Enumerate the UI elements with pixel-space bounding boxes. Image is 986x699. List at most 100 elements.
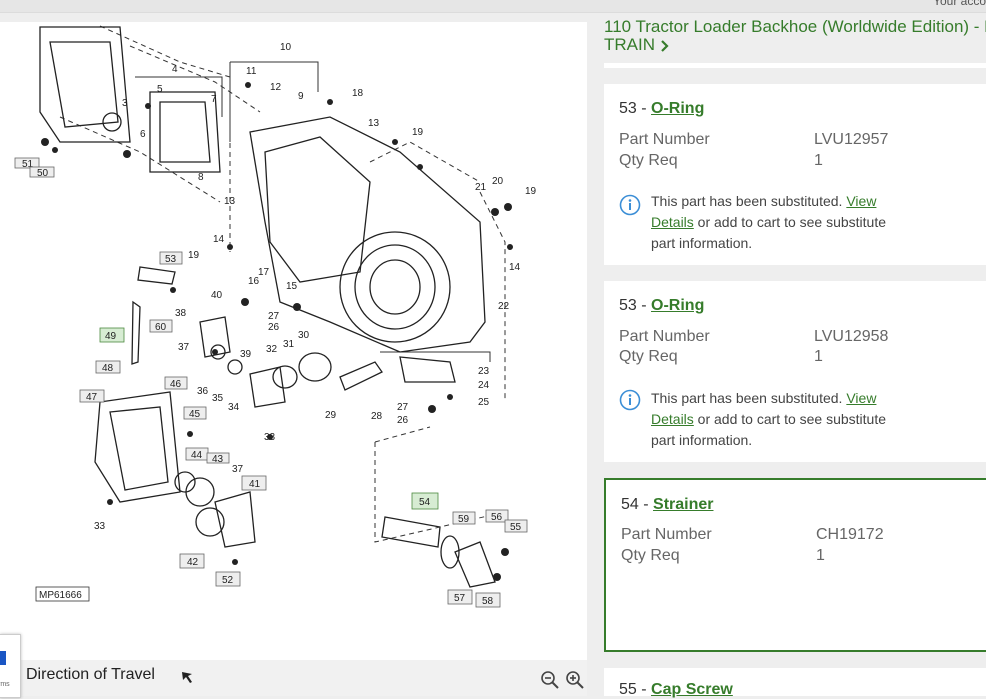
callout-label[interactable]: 13 — [368, 118, 380, 129]
callout-label[interactable]: 4 — [172, 64, 178, 75]
callout-label[interactable]: 55 — [510, 522, 522, 533]
callout-label[interactable]: 11 — [246, 66, 257, 77]
callout-label[interactable]: 27 — [268, 311, 280, 322]
qty-value: 1 — [814, 152, 823, 169]
breadcrumb-section-label: TRAIN — [604, 35, 655, 54]
breadcrumb-model[interactable]: 110 Tractor Loader Backhoe (Worldwide Ed… — [604, 17, 986, 36]
part-ref-number: 55 — [619, 681, 637, 698]
callout-label[interactable]: 24 — [478, 380, 490, 391]
callout-label[interactable]: 21 — [475, 182, 487, 193]
callout-label[interactable]: 22 — [498, 301, 510, 312]
callout-label[interactable]: 5 — [157, 84, 163, 95]
parts-diagram-panel: 10 11 12 9 18 13 4 5 7 3 6 8 13 51 50 19… — [0, 22, 587, 660]
callout-label[interactable]: 37 — [178, 342, 190, 353]
callout-label[interactable]: 41 — [249, 479, 261, 490]
callout-label[interactable]: 23 — [478, 366, 490, 377]
callout-label[interactable]: 45 — [189, 409, 201, 420]
part-card[interactable]: 55 - Cap Screw — [604, 668, 986, 698]
recaptcha-badge[interactable]: rms — [0, 634, 21, 698]
part-title: 53 - O-Ring — [619, 100, 705, 117]
callout-label[interactable]: 17 — [258, 267, 270, 278]
recaptcha-terms-text: rms — [0, 681, 10, 688]
callout-label[interactable]: 15 — [286, 281, 298, 292]
callout-label[interactable]: 10 — [280, 42, 292, 53]
callout-label[interactable]: 25 — [478, 397, 490, 408]
callout-label[interactable]: 53 — [165, 254, 177, 265]
callout-label[interactable]: 48 — [102, 363, 114, 374]
part-name-link[interactable]: Strainer — [653, 496, 714, 513]
callout-label[interactable]: 29 — [325, 410, 337, 421]
callout-label[interactable]: 38 — [175, 308, 187, 319]
callout-label[interactable]: 16 — [248, 276, 260, 287]
callout-label[interactable]: 52 — [222, 575, 234, 586]
callout-label[interactable]: 47 — [86, 392, 98, 403]
callout-label[interactable]: 19 — [188, 250, 200, 261]
highlighted-callout-label[interactable]: 49 — [105, 331, 117, 342]
callout-label[interactable]: 28 — [371, 411, 383, 422]
parts-diagram[interactable]: 10 11 12 9 18 13 4 5 7 3 6 8 13 51 50 19… — [0, 22, 587, 660]
substitution-note: This part has been substituted. View Det… — [651, 191, 901, 254]
callout-label[interactable]: 26 — [268, 322, 280, 333]
info-icon — [619, 389, 641, 411]
callout-label[interactable]: 35 — [212, 393, 224, 404]
callout-label[interactable]: 12 — [270, 82, 282, 93]
substitution-note: This part has been substituted. View Det… — [651, 388, 901, 451]
info-icon — [619, 194, 641, 216]
callout-label[interactable]: 58 — [482, 596, 494, 607]
callout-label[interactable]: 7 — [211, 94, 217, 105]
callout-label[interactable]: 33 — [264, 432, 276, 443]
part-title: 55 - Cap Screw — [619, 681, 733, 698]
callout-label[interactable]: 34 — [228, 402, 240, 413]
zoom-in-icon[interactable] — [565, 670, 585, 690]
callout-label[interactable]: 27 — [397, 402, 409, 413]
view-details-link[interactable]: View Details — [651, 193, 877, 230]
part-card-selected[interactable]: 54 - Strainer Part Number CH19172 Qty Re… — [604, 478, 986, 652]
callout-label[interactable]: 19 — [525, 186, 537, 197]
top-bar: Your acco — [0, 0, 986, 13]
breadcrumb-section[interactable]: TRAIN — [604, 36, 986, 54]
callout-label[interactable]: 36 — [197, 386, 209, 397]
callout-label[interactable]: 26 — [397, 415, 409, 426]
breadcrumb[interactable]: 110 Tractor Loader Backhoe (Worldwide Ed… — [604, 18, 986, 54]
callout-label[interactable]: 3 — [122, 98, 128, 109]
direction-arrow-icon — [182, 672, 192, 683]
part-name-link[interactable]: Cap Screw — [651, 681, 733, 698]
part-title: 54 - Strainer — [621, 496, 714, 513]
highlighted-callout-label[interactable]: 54 — [419, 497, 431, 508]
callout-label[interactable]: 8 — [198, 172, 204, 183]
account-link[interactable]: Your acco — [933, 0, 986, 8]
callout-label[interactable]: 14 — [509, 262, 521, 273]
part-name-link[interactable]: O-Ring — [651, 297, 705, 314]
callout-label[interactable]: 51 — [22, 159, 34, 170]
part-card[interactable]: 53 - O-Ring Part Number LVU12958 Qty Req… — [604, 281, 986, 462]
callout-label[interactable]: 31 — [283, 339, 295, 350]
note-text: or add to cart to see substitute part in… — [651, 411, 887, 448]
callout-label[interactable]: 19 — [412, 127, 424, 138]
callout-label[interactable]: 20 — [492, 176, 504, 187]
callout-label[interactable]: 9 — [298, 91, 304, 102]
part-name-link[interactable]: O-Ring — [651, 100, 705, 117]
callout-label[interactable]: 40 — [211, 290, 223, 301]
part-card[interactable]: 53 - O-Ring Part Number LVU12957 Qty Req… — [604, 84, 986, 265]
callout-label[interactable]: 42 — [187, 557, 199, 568]
callout-label[interactable]: 6 — [140, 129, 146, 140]
callout-label[interactable]: 60 — [155, 322, 167, 333]
callout-label[interactable]: 56 — [491, 512, 503, 523]
callout-label[interactable]: 14 — [213, 234, 225, 245]
callout-label[interactable]: 50 — [37, 168, 49, 179]
callout-label[interactable]: 39 — [240, 349, 252, 360]
callout-label[interactable]: 59 — [458, 514, 470, 525]
callout-label[interactable]: 33 — [94, 521, 106, 532]
view-details-link[interactable]: View Details — [651, 390, 877, 427]
zoom-out-icon[interactable] — [540, 670, 560, 690]
callout-label[interactable]: 13 — [224, 196, 236, 207]
callout-label[interactable]: 37 — [232, 464, 244, 475]
callout-label[interactable]: 18 — [352, 88, 364, 99]
callout-label[interactable]: 43 — [212, 454, 224, 465]
callout-label[interactable]: 30 — [298, 330, 310, 341]
callout-label[interactable]: 32 — [266, 344, 278, 355]
callout-label[interactable]: 44 — [191, 450, 203, 461]
qty-label: Qty Req — [619, 348, 678, 365]
callout-label[interactable]: 46 — [170, 379, 182, 390]
callout-label[interactable]: 57 — [454, 593, 466, 604]
